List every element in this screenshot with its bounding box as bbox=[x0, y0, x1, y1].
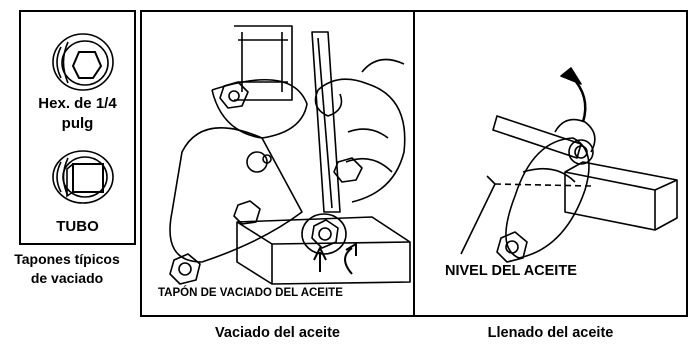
plugs-caption: Tapones típicos de vaciado bbox=[14, 251, 120, 286]
hex-plug-drawing bbox=[52, 33, 114, 204]
tube-plug-label: TUBO bbox=[56, 218, 99, 235]
fill-caption: Llenado del aceite bbox=[487, 325, 614, 341]
fill-panel bbox=[413, 10, 688, 317]
oil-fill-drawing bbox=[460, 67, 678, 263]
drain-panel bbox=[140, 10, 415, 317]
drain-plug-callout: TAPÓN DE VACIADO DEL ACEITE bbox=[158, 287, 343, 299]
drain-caption: Vaciado del aceite bbox=[215, 325, 340, 341]
plugs-panel: Hex. de 1/4 pulg TUBO bbox=[19, 10, 136, 245]
oil-level-callout: NIVEL DEL ACEITE bbox=[445, 263, 577, 279]
oil-drain-drawing bbox=[169, 25, 411, 285]
hex-plug-label: Hex. de 1/4 pulg bbox=[38, 95, 117, 132]
